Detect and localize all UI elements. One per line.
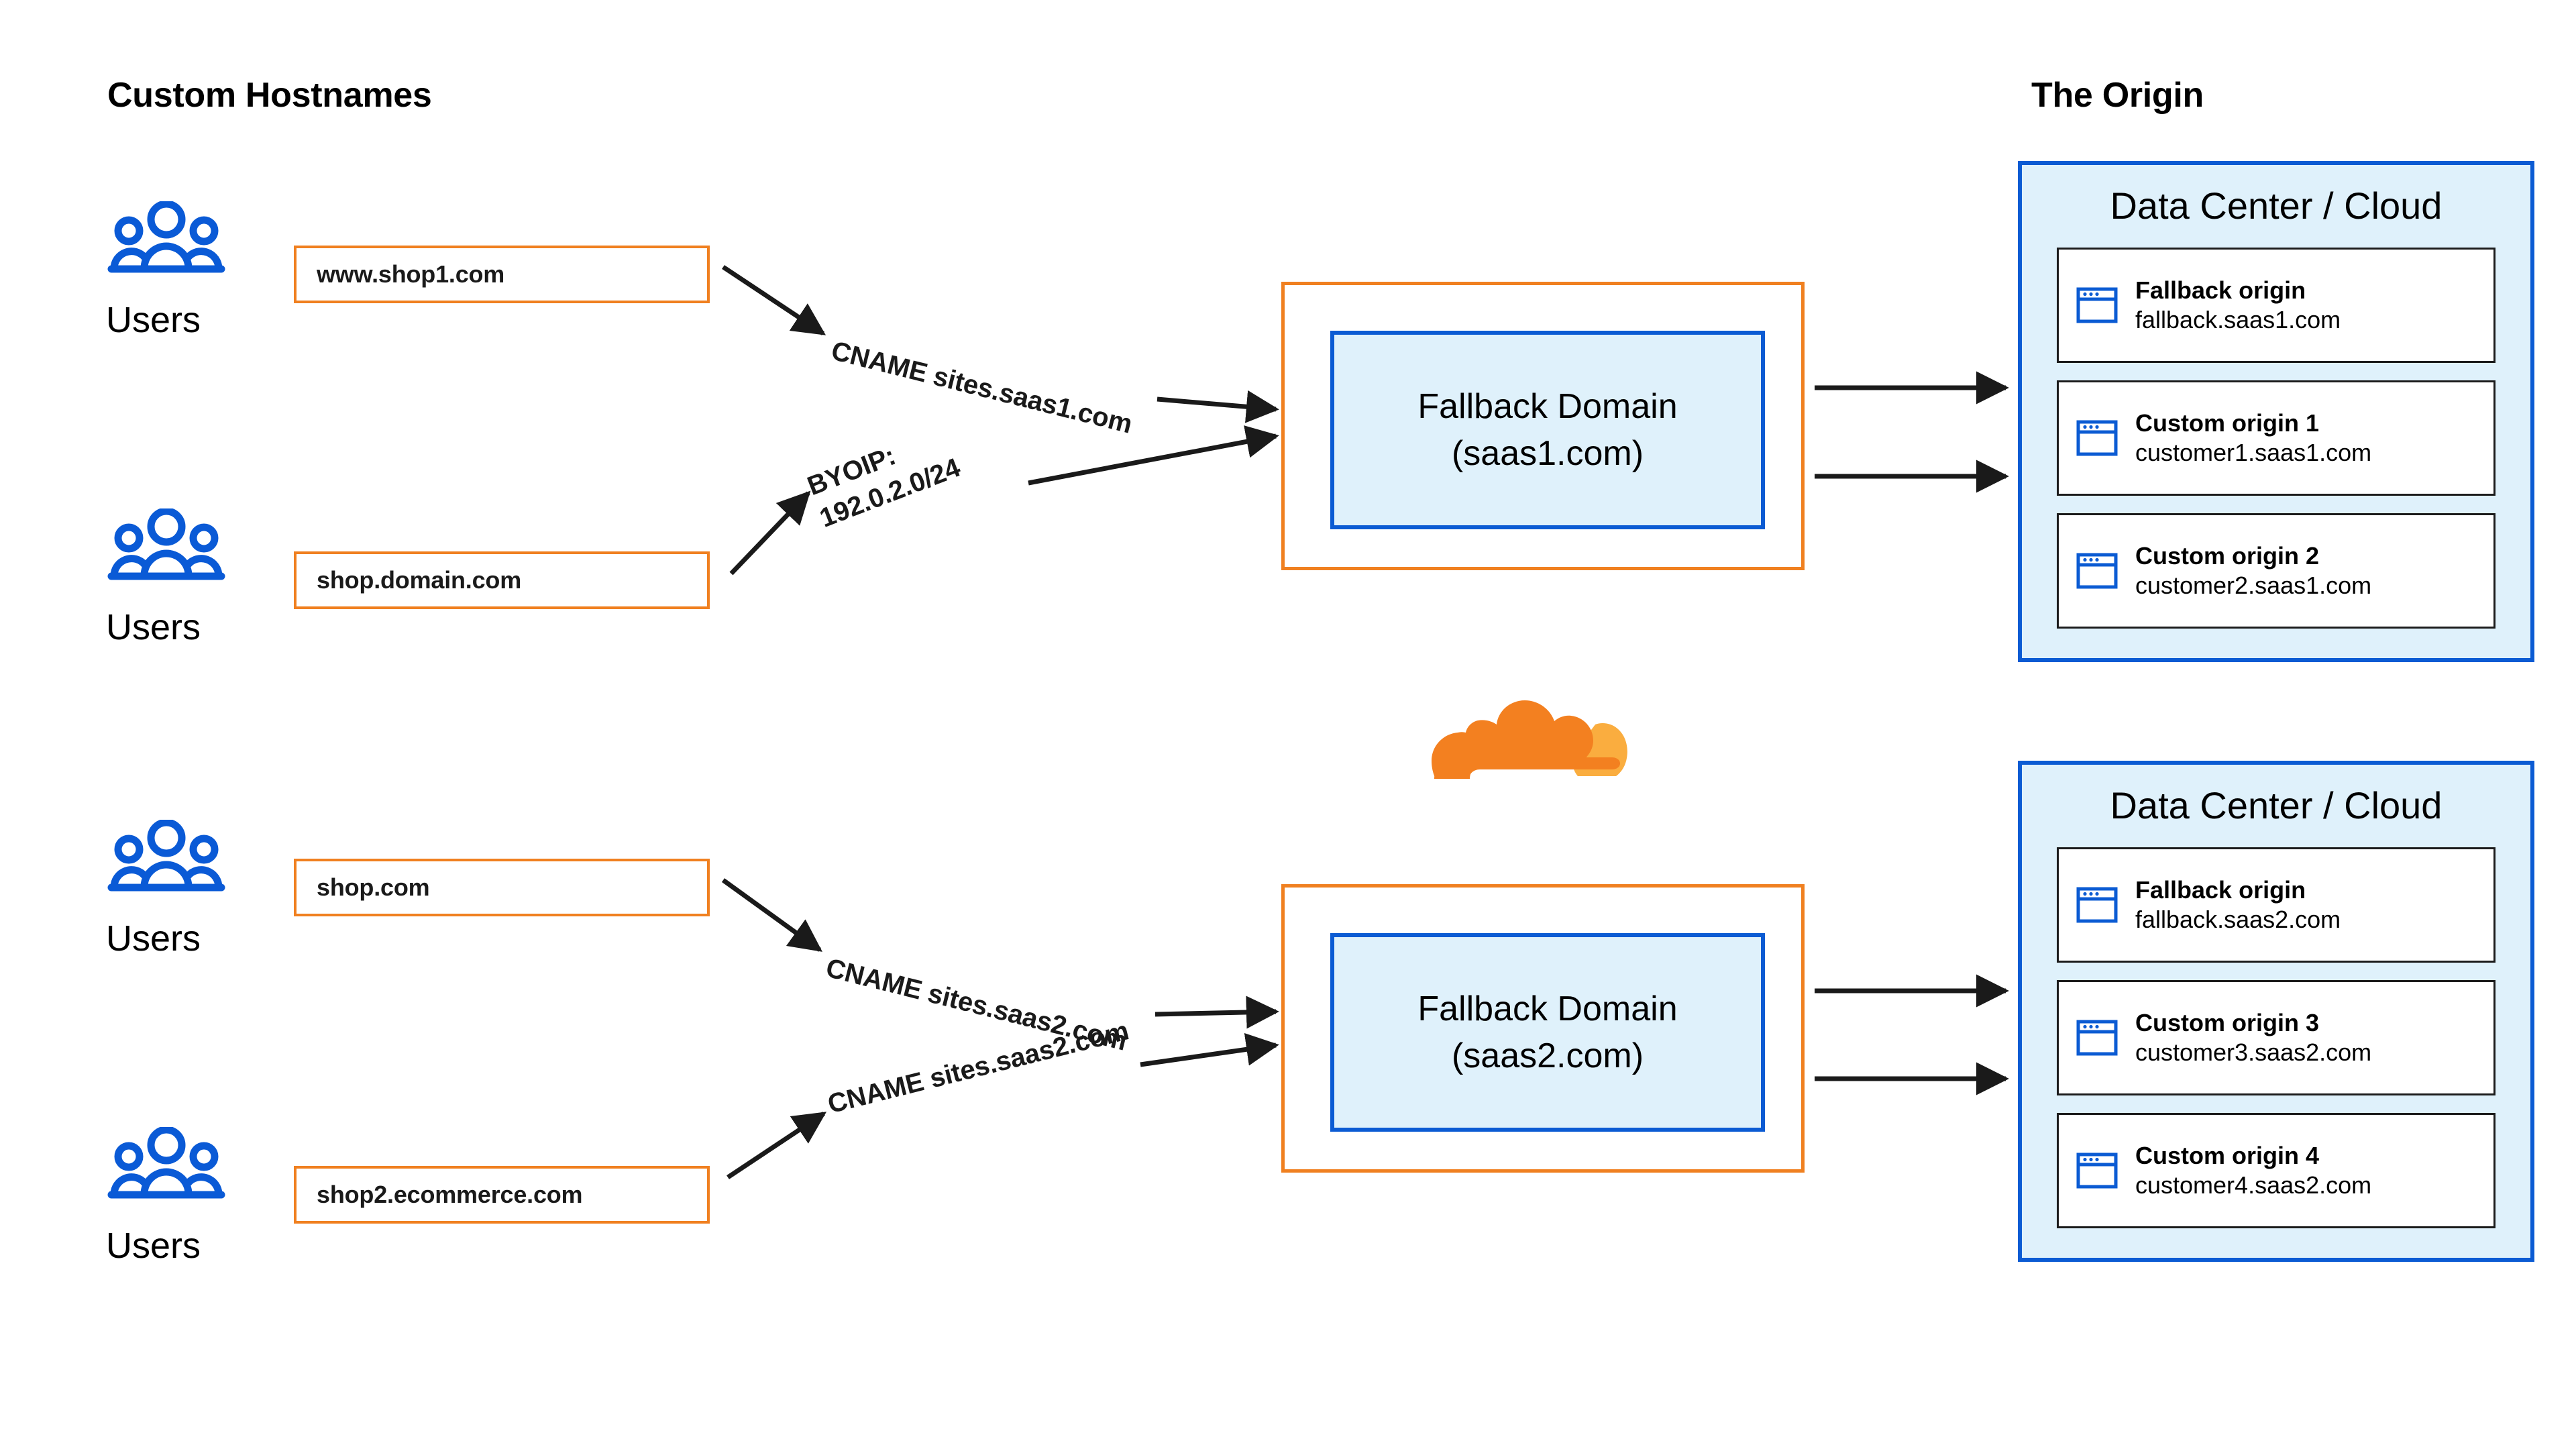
arrow-label-to-fallback1-b: [1028, 425, 1279, 486]
origin-host: customer2.saas1.com: [2135, 572, 2372, 599]
origin-card-custom-origin-4[interactable]: Custom origin 4 customer4.saas2.com: [2057, 1113, 2496, 1228]
origin-host: fallback.saas1.com: [2135, 306, 2341, 333]
users-label: Users: [106, 1226, 201, 1266]
arrow-host3-to-label: [721, 878, 822, 952]
origin-name: Fallback origin: [2135, 276, 2306, 305]
data-center-panel-1: Data Center / Cloud Fallback origin fall…: [2018, 161, 2534, 662]
origin-card-fallback-saas1[interactable]: Fallback origin fallback.saas1.com: [2057, 248, 2496, 363]
users-icon: [107, 1127, 225, 1199]
hostname-value: shop.domain.com: [317, 566, 522, 594]
browser-window-icon: [2076, 1020, 2118, 1056]
users-group-4: Users: [106, 1127, 280, 1264]
fallback-domain-title: Fallback Domain: [1417, 386, 1678, 426]
origin-name: Custom origin 2: [2135, 542, 2320, 570]
users-icon: [107, 508, 225, 580]
hostname-value: shop2.ecommerce.com: [317, 1181, 583, 1208]
origin-card-fallback-saas2[interactable]: Fallback origin fallback.saas2.com: [2057, 847, 2496, 963]
origin-host: customer3.saas2.com: [2135, 1038, 2372, 1066]
cloudflare-logo: [1432, 700, 1627, 779]
origin-host: customer4.saas2.com: [2135, 1171, 2372, 1199]
fallback-domain-box-saas2[interactable]: Fallback Domain (saas2.com): [1330, 933, 1765, 1132]
arrow-label-to-fallback2-a: [1155, 996, 1279, 1029]
fallback-domain-outer-saas1: Fallback Domain (saas1.com): [1281, 282, 1805, 570]
data-center-title: Data Center / Cloud: [2110, 184, 2443, 227]
fallback-domain-host: (saas2.com): [1451, 1036, 1644, 1075]
section-title-the-origin: The Origin: [2031, 76, 2204, 115]
fallback-domain-box-saas1[interactable]: Fallback Domain (saas1.com): [1330, 331, 1765, 529]
browser-window-icon: [2076, 287, 2118, 323]
origin-name: Custom origin 3: [2135, 1009, 2320, 1037]
origin-name: Custom origin 4: [2135, 1142, 2320, 1170]
origin-card-custom-origin-1[interactable]: Custom origin 1 customer1.saas1.com: [2057, 380, 2496, 496]
users-label: Users: [106, 300, 201, 340]
arrow-label-to-fallback2-b: [1140, 1033, 1279, 1067]
origin-host: fallback.saas2.com: [2135, 906, 2341, 933]
hostname-value: shop.com: [317, 873, 430, 901]
users-group-1: Users: [106, 201, 280, 338]
browser-window-icon: [2076, 553, 2118, 589]
connector-label-cname-saas1: CNAME sites.saas1.com: [828, 335, 1136, 439]
origin-card-custom-origin-3[interactable]: Custom origin 3 customer3.saas2.com: [2057, 980, 2496, 1095]
section-title-custom-hostnames: Custom Hostnames: [107, 76, 432, 115]
arrow-label-to-fallback1-a: [1157, 390, 1279, 423]
users-group-3: Users: [106, 820, 280, 957]
cloudflare-logo-base: [1434, 757, 1620, 779]
arrow-host4-to-label: [727, 1112, 827, 1179]
data-center-title: Data Center / Cloud: [2110, 784, 2443, 826]
origin-host: customer1.saas1.com: [2135, 439, 2372, 466]
origin-name: Custom origin 1: [2135, 409, 2320, 437]
origin-name: Fallback origin: [2135, 876, 2306, 904]
browser-window-icon: [2076, 1152, 2118, 1189]
connector-label-byoip: BYOIP: 192.0.2.0/24: [803, 419, 965, 536]
origin-card-custom-origin-2[interactable]: Custom origin 2 customer2.saas1.com: [2057, 513, 2496, 629]
browser-window-icon: [2076, 887, 2118, 923]
fallback-domain-host: (saas1.com): [1451, 434, 1644, 473]
users-label: Users: [106, 918, 201, 959]
users-icon: [107, 820, 225, 892]
browser-window-icon: [2076, 420, 2118, 456]
users-icon: [107, 201, 225, 273]
fallback-domain-outer-saas2: Fallback Domain (saas2.com): [1281, 884, 1805, 1173]
users-group-2: Users: [106, 508, 280, 645]
hostname-value: www.shop1.com: [317, 260, 505, 288]
arrow-host2-to-label: [729, 490, 811, 576]
hostname-box-shop-domain[interactable]: shop.domain.com: [294, 551, 710, 609]
data-center-panel-2: Data Center / Cloud Fallback origin fall…: [2018, 761, 2534, 1262]
hostname-box-shop2-ecommerce[interactable]: shop2.ecommerce.com: [294, 1166, 710, 1224]
fallback-domain-title: Fallback Domain: [1417, 989, 1678, 1028]
hostname-box-shop[interactable]: shop.com: [294, 859, 710, 916]
connector-label-cname-saas2-b: CNAME sites.saas2.com: [824, 1016, 1132, 1120]
arrow-host1-to-label: [722, 265, 826, 335]
users-label: Users: [106, 607, 201, 647]
hostname-box-www-shop1[interactable]: www.shop1.com: [294, 246, 710, 303]
